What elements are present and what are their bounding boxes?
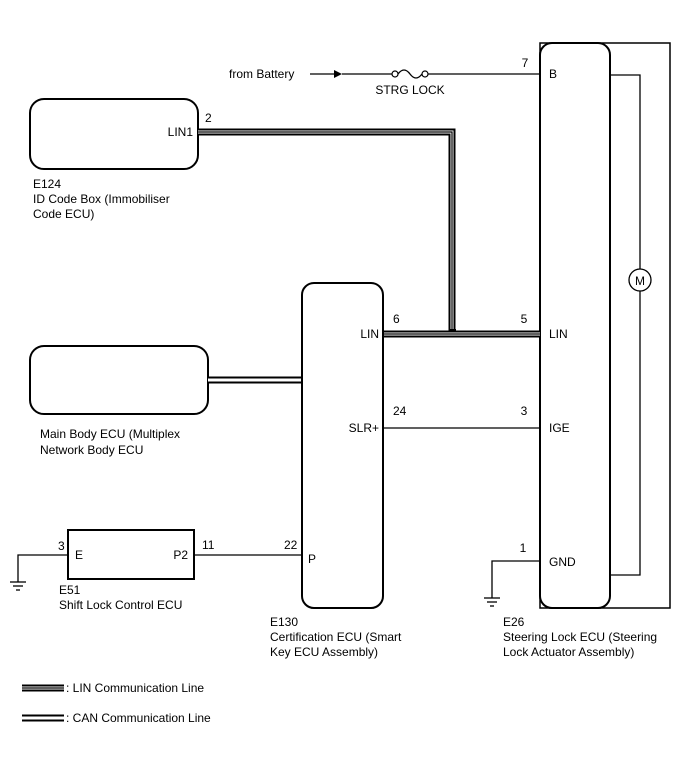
e130-terminal-lin: LIN [360,327,379,341]
e26-pin-ige: 3 [521,404,528,418]
e51-name: Shift Lock Control ECU [59,598,182,612]
e130-code: E130 [270,615,298,629]
arrow-icon [334,70,342,78]
e124-name-line2: Code ECU) [33,207,94,221]
main-body-ecu-box [29,345,209,415]
e26-pin-b: 7 [522,56,529,70]
e130-terminal-p: P [308,552,316,566]
e130-name-line2: Key ECU Assembly) [270,645,378,659]
e51-terminal-e: E [75,548,83,562]
e26-code: E26 [503,615,525,629]
e26-name-line1: Steering Lock ECU (Steering [503,630,657,644]
e130-box [301,282,384,609]
main-body-name-line1: Main Body ECU (Multiplex [40,427,180,441]
e124-pin: 2 [205,111,212,125]
bus-junction [449,329,456,332]
motor-label: M [635,274,645,288]
e26-terminal-b: B [549,67,557,81]
fuse-label: STRG LOCK [375,83,444,97]
ground-icon [10,581,26,591]
fuse-terminal-left [391,70,399,78]
e130-pin-p: 22 [284,538,298,552]
legend-can-label: : CAN Communication Line [66,711,211,725]
e51-pin-p2: 11 [202,538,215,552]
e51-code: E51 [59,583,81,597]
e51-terminal-p2: P2 [173,548,188,562]
e124-name-line1: ID Code Box (Immobiliser [33,192,170,206]
e26-terminal-gnd: GND [549,555,576,569]
e124-code: E124 [33,177,61,191]
e26-ecu-box [539,42,611,609]
main-body-name-line2: Network Body ECU [40,443,143,457]
e26-ground-wire [491,560,540,598]
e130-pin-slr: 24 [393,404,407,418]
lin-bus-e124 [198,128,456,334]
e124-terminal-lin1: LIN1 [168,125,194,139]
battery-source-label: from Battery [229,67,294,81]
e130-terminal-slr: SLR+ [349,421,379,435]
e26-pin-gnd: 1 [520,541,527,555]
legend-lin-label: : LIN Communication Line [66,681,204,695]
ground-icon [484,597,500,607]
e130-pin-lin: 6 [393,312,400,326]
e26-name-line2: Lock Actuator Assembly) [503,645,634,659]
fuse-terminal-right [421,70,429,78]
motor-wire [610,74,641,576]
motor-icon [628,268,652,292]
e51-box [67,529,195,580]
fuse-icon [397,69,423,79]
e130-name-line1: Certification ECU (Smart [270,630,402,644]
e26-terminal-lin: LIN [549,327,568,341]
e51-pin-e: 3 [58,539,65,553]
e26-terminal-ige: IGE [549,421,570,435]
e26-pin-lin: 5 [521,312,528,326]
e51-ground-wire [17,554,68,582]
